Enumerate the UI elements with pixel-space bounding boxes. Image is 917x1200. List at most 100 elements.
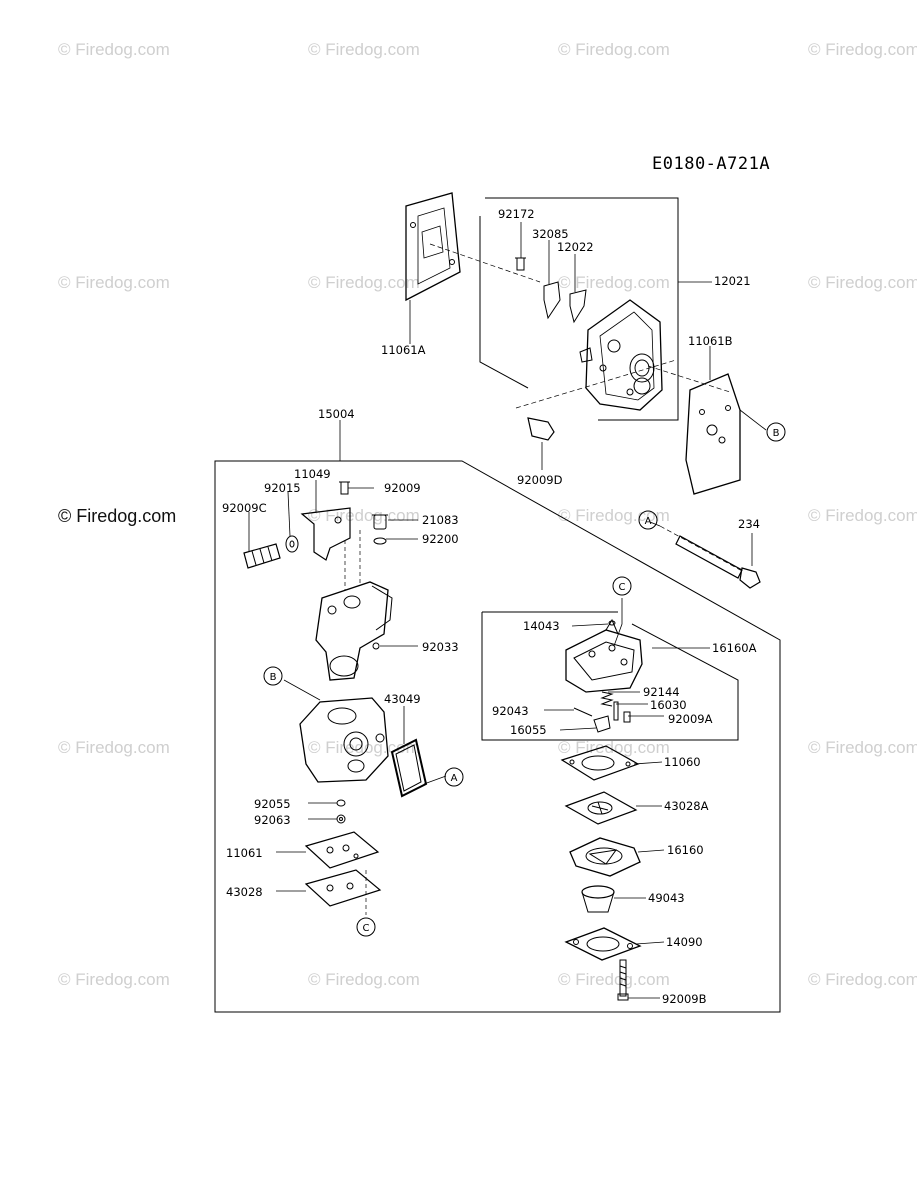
screw-92009b[interactable] xyxy=(617,959,629,1001)
label-92015[interactable]: 92015 xyxy=(264,481,301,495)
gasket-11061a[interactable] xyxy=(405,192,461,302)
label-11061a[interactable]: 11061A xyxy=(381,343,426,357)
leader-lines xyxy=(248,222,767,999)
bolt-92009d[interactable] xyxy=(515,359,677,441)
part-labels: 92172 32085 12022 12021 11061A 11061B 92… xyxy=(222,207,760,1006)
pin-92043[interactable] xyxy=(573,707,593,717)
pump-cover-16160a[interactable] xyxy=(565,618,643,693)
screw-92009a[interactable] xyxy=(623,711,631,723)
spring-92144[interactable] xyxy=(600,691,614,707)
filter-cup-49043[interactable] xyxy=(581,885,615,913)
label-92009[interactable]: 92009 xyxy=(384,481,421,495)
cover-14090[interactable] xyxy=(564,927,642,961)
screw-92172[interactable] xyxy=(515,257,526,271)
label-12021[interactable]: 12021 xyxy=(714,274,751,288)
label-92009b[interactable]: 92009B xyxy=(662,992,707,1006)
label-14043[interactable]: 14043 xyxy=(523,619,560,633)
watermark: © Firedog.com xyxy=(808,970,917,989)
ref-a-letter: A xyxy=(645,516,652,527)
diaphragm-43028a[interactable] xyxy=(564,791,638,825)
label-16055[interactable]: 16055 xyxy=(510,723,547,737)
label-92033[interactable]: 92033 xyxy=(422,640,459,654)
plate-12022[interactable] xyxy=(569,289,587,324)
label-11060[interactable]: 11060 xyxy=(664,755,701,769)
part-92055[interactable] xyxy=(336,799,346,807)
pump-body-16160[interactable] xyxy=(569,837,641,877)
plate-32085[interactable] xyxy=(543,281,561,320)
watermark: © Firedog.com xyxy=(308,40,420,59)
gasket-11061[interactable] xyxy=(304,831,380,869)
ref-b-letter: B xyxy=(270,672,277,683)
ref-b-letter: B xyxy=(773,428,780,439)
lever-16055[interactable] xyxy=(593,715,611,733)
bolt-234[interactable] xyxy=(659,525,761,589)
drawing-code: E0180-A721A xyxy=(652,154,771,174)
label-92063[interactable]: 92063 xyxy=(254,813,291,827)
label-11061[interactable]: 11061 xyxy=(226,846,263,860)
watermark: © Firedog.com xyxy=(58,738,170,757)
label-11049[interactable]: 11049 xyxy=(294,467,331,481)
diaphragm-43028[interactable] xyxy=(304,869,382,907)
watermark: © Firedog.com xyxy=(808,273,917,292)
watermark: © Firedog.com xyxy=(558,273,670,292)
ref-c-letter: C xyxy=(619,582,626,593)
ref-a-letter: A xyxy=(451,773,458,784)
carburetor-body-lower[interactable] xyxy=(299,697,389,783)
pin-16030[interactable] xyxy=(613,701,619,721)
label-92144[interactable]: 92144 xyxy=(643,685,680,699)
bracket-11049[interactable] xyxy=(300,507,351,561)
label-43049[interactable]: 43049 xyxy=(384,692,421,706)
insulator-12021[interactable] xyxy=(579,299,663,411)
label-92009a[interactable]: 92009A xyxy=(668,712,713,726)
part-21083[interactable] xyxy=(372,514,388,530)
label-11061b[interactable]: 11061B xyxy=(688,334,733,348)
ref-b-circle-top xyxy=(766,422,786,442)
label-15004[interactable]: 15004 xyxy=(318,407,355,421)
part-14043[interactable] xyxy=(608,620,616,626)
main-assembly-frame xyxy=(214,460,781,1013)
label-92200[interactable]: 92200 xyxy=(422,532,459,546)
watermark: © Firedog.com xyxy=(808,738,917,757)
watermark-link[interactable]: © Firedog.com xyxy=(58,506,177,526)
label-16030[interactable]: 16030 xyxy=(650,698,687,712)
watermark: © Firedog.com xyxy=(558,506,670,525)
label-12022[interactable]: 12022 xyxy=(557,240,594,254)
label-92043[interactable]: 92043 xyxy=(492,704,529,718)
label-92009c[interactable]: 92009C xyxy=(222,501,267,515)
part-92063[interactable] xyxy=(336,814,346,824)
watermark: © Firedog.com xyxy=(808,40,917,59)
watermark: © Firedog.com xyxy=(308,970,420,989)
label-21083[interactable]: 21083 xyxy=(422,513,459,527)
label-92009d[interactable]: 92009D xyxy=(517,473,563,487)
watermark: © Firedog.com xyxy=(558,970,670,989)
label-92172[interactable]: 92172 xyxy=(498,207,535,221)
carburetor-body-upper[interactable] xyxy=(315,530,393,681)
label-43028[interactable]: 43028 xyxy=(226,885,263,899)
ref-a-circle-right xyxy=(638,510,658,530)
watermark: © Firedog.com xyxy=(308,273,420,292)
label-16160a[interactable]: 16160A xyxy=(712,641,757,655)
label-16160[interactable]: 16160 xyxy=(667,843,704,857)
ref-b-circle-left xyxy=(263,666,283,686)
clip-92033[interactable] xyxy=(372,642,380,650)
watermark: © Firedog.com xyxy=(58,273,170,292)
screw-92009c[interactable] xyxy=(243,543,281,569)
ref-c-circle-left xyxy=(356,917,376,937)
oring-92200[interactable] xyxy=(373,537,387,545)
label-32085[interactable]: 32085 xyxy=(532,227,569,241)
watermark: © Firedog.com xyxy=(808,506,917,525)
label-234[interactable]: 234 xyxy=(738,517,760,531)
ref-a-circle-left xyxy=(444,767,464,787)
gasket-11060[interactable] xyxy=(560,745,640,781)
gasket-43049[interactable] xyxy=(390,738,428,798)
ref-c-letter: C xyxy=(363,923,370,934)
gasket-11061b[interactable] xyxy=(685,373,741,495)
label-92055[interactable]: 92055 xyxy=(254,797,291,811)
label-14090[interactable]: 14090 xyxy=(666,935,703,949)
watermark: © Firedog.com xyxy=(58,40,170,59)
label-43028a[interactable]: 43028A xyxy=(664,799,709,813)
washer-92015[interactable] xyxy=(285,535,299,553)
label-49043[interactable]: 49043 xyxy=(648,891,685,905)
